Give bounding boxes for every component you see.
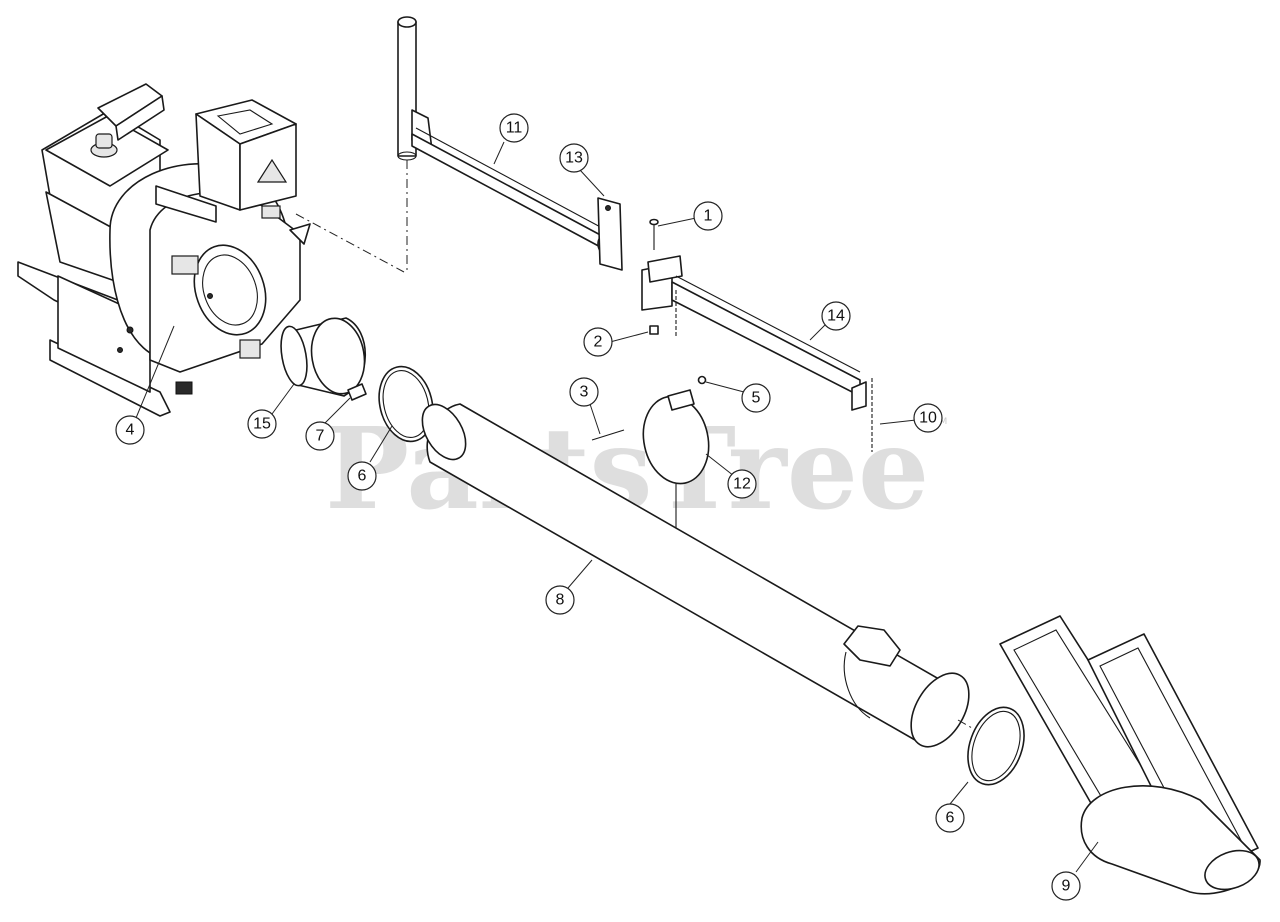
svg-text:14: 14	[827, 308, 845, 325]
svg-text:3: 3	[580, 384, 589, 401]
svg-text:6: 6	[946, 810, 955, 827]
svg-text:10: 10	[919, 410, 937, 427]
leader-lines	[135, 141, 1099, 873]
svg-text:5: 5	[752, 390, 761, 407]
hose-clamp-6-lower	[967, 706, 1025, 786]
callout-13: 13	[559, 143, 589, 173]
svg-text:4: 4	[126, 422, 135, 439]
callout-10: 10	[913, 403, 943, 433]
hose-clamp-6-upper	[378, 365, 434, 443]
callout-6-upper: 6	[347, 461, 377, 491]
svg-text:8: 8	[556, 592, 565, 609]
assembly-line-handle	[295, 213, 405, 273]
bolt-1	[649, 218, 659, 250]
pin-3	[591, 429, 625, 441]
nut-5	[697, 375, 707, 385]
wing-bolt-7	[347, 383, 367, 401]
callout-14: 14	[821, 301, 851, 331]
callout-7: 7	[305, 421, 335, 451]
callout-11: 11	[499, 113, 529, 143]
mounting-clamp-12	[642, 389, 710, 530]
svg-text:9: 9	[1062, 878, 1071, 895]
engine-blower-housing	[17, 83, 311, 417]
deflector-nozzle-9	[999, 615, 1261, 895]
adapter-tube-15	[280, 317, 366, 397]
nut-2	[649, 325, 659, 335]
callout-6-lower: 6	[935, 803, 965, 833]
svg-text:13: 13	[565, 150, 583, 167]
svg-text:1: 1	[704, 208, 713, 225]
callout-3: 3	[569, 377, 599, 407]
handle-post-assembly	[397, 16, 615, 272]
callout-12: 12	[727, 469, 757, 499]
callout-5: 5	[741, 383, 771, 413]
bracket-plate-13	[597, 197, 623, 271]
callout-8: 8	[545, 585, 575, 615]
svg-text:2: 2	[594, 334, 603, 351]
callout-2: 2	[583, 327, 613, 357]
svg-text:7: 7	[316, 428, 325, 445]
discharge-tube-8	[421, 403, 987, 748]
callout-15: 15	[247, 409, 277, 439]
svg-text:6: 6	[358, 468, 367, 485]
svg-text:15: 15	[253, 416, 271, 433]
svg-text:11: 11	[506, 120, 523, 137]
callout-9: 9	[1051, 871, 1081, 901]
callout-1: 1	[693, 201, 723, 231]
callout-4: 4	[115, 415, 145, 445]
chain-10	[675, 290, 873, 452]
arm-14	[641, 255, 867, 411]
svg-text:12: 12	[733, 476, 751, 493]
